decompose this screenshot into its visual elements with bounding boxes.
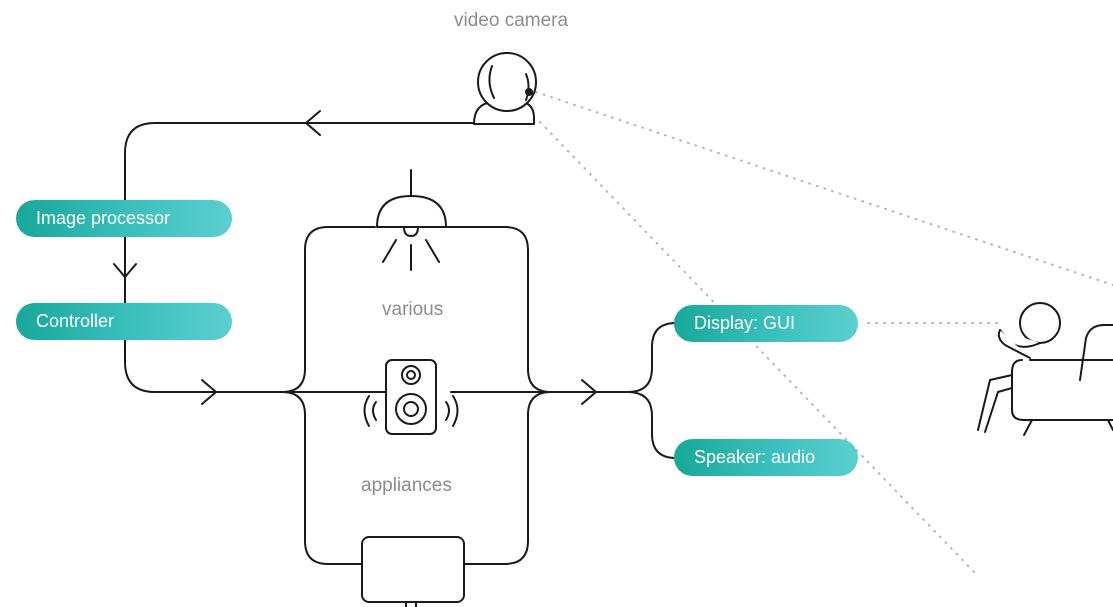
sight-line-to-viewer	[535, 91, 1113, 286]
image-processor-node: Image processor	[16, 200, 232, 237]
output-to-display	[627, 322, 677, 393]
appliance-icon	[361, 536, 465, 607]
video-camera-icon	[473, 52, 537, 125]
feedback-loop-path	[124, 122, 479, 393]
lamp-icon	[376, 169, 447, 271]
arrow-right-output	[581, 379, 597, 405]
display-gui-node: Display: GUI	[674, 305, 858, 342]
controller-node: Controller	[16, 303, 232, 340]
various-label: various	[382, 299, 444, 320]
appliances-label: appliances	[361, 475, 452, 496]
viewer-on-couch-icon	[977, 302, 1113, 436]
speaker-audio-node: Speaker: audio	[674, 439, 858, 476]
speaker-icon	[363, 359, 459, 435]
dotted-sight-lines	[535, 91, 1113, 574]
branch-bottom-left	[281, 391, 363, 565]
branch-bottom-right	[463, 391, 552, 565]
arrow-down	[113, 263, 137, 278]
wiring	[113, 110, 677, 565]
branch-top-right	[446, 226, 552, 393]
arrow-right-left	[201, 379, 217, 405]
branch-top-left	[281, 226, 376, 393]
video-camera-label: video camera	[454, 10, 569, 31]
sight-line-to-floor	[539, 121, 976, 574]
output-to-speaker	[627, 391, 677, 459]
arrow-left-top	[305, 110, 321, 136]
